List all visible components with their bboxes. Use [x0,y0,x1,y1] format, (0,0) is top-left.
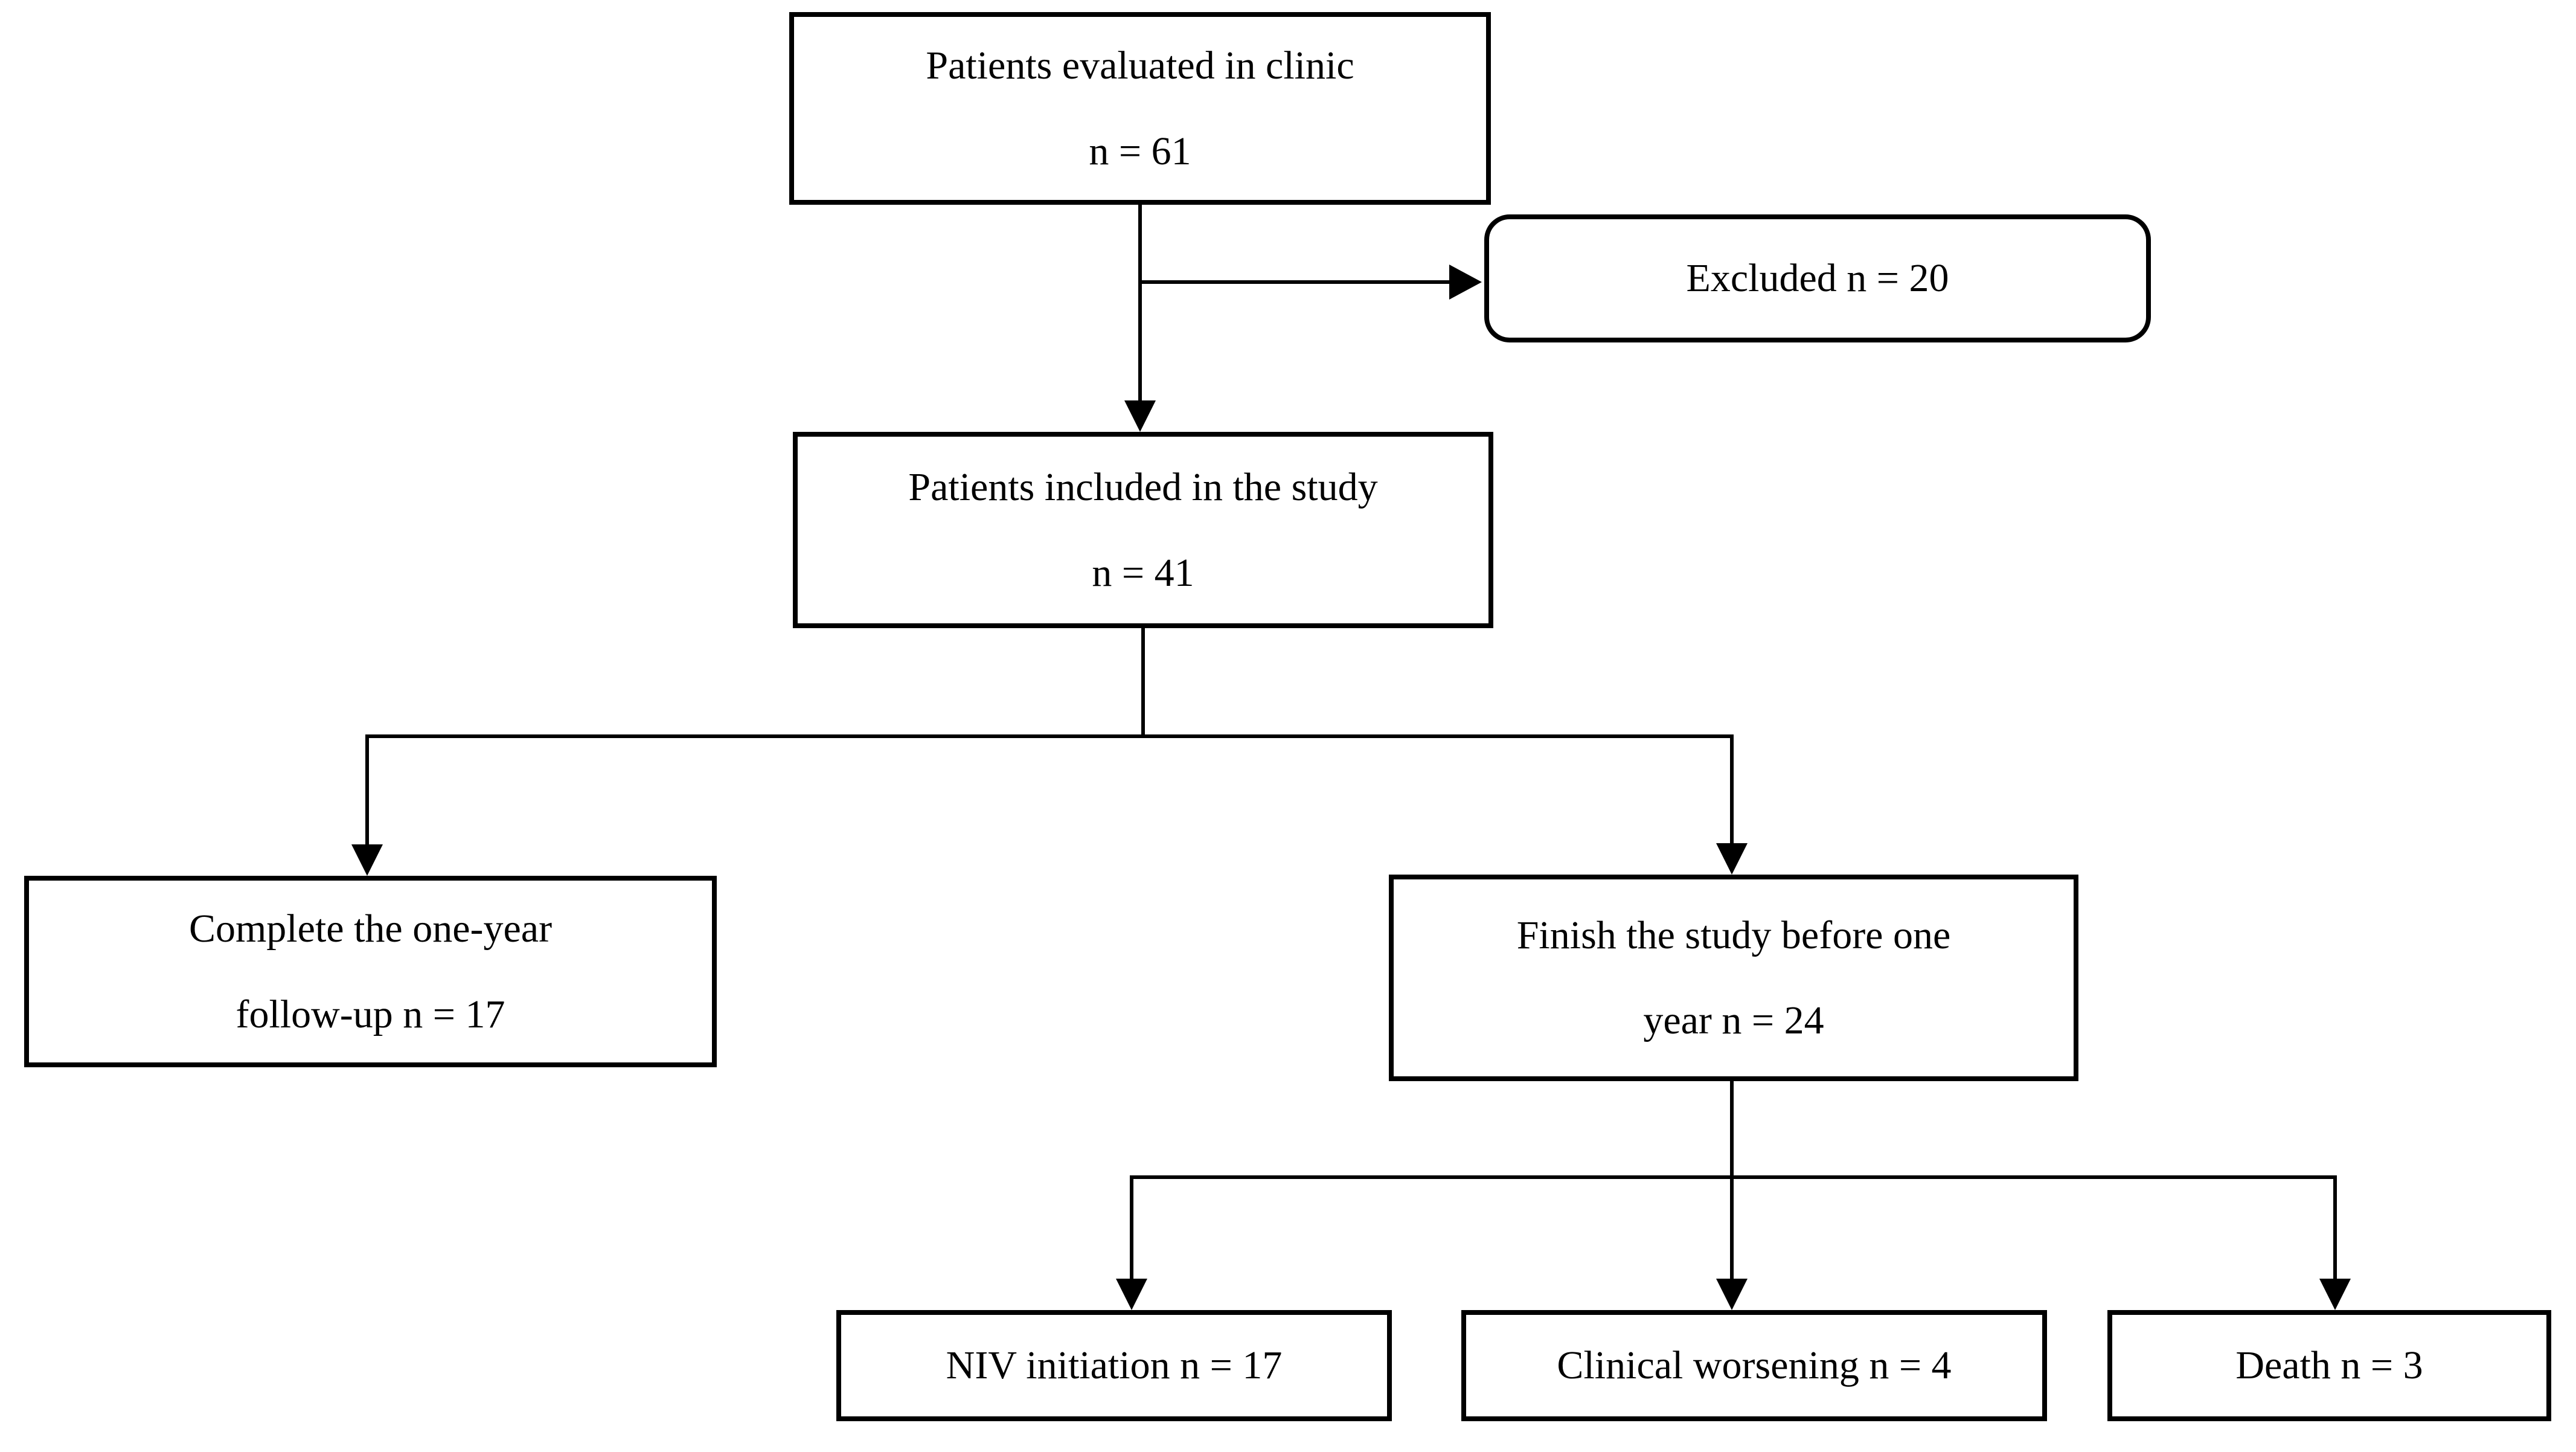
node-clinical-worsening-line1: Clinical worsening n = 4 [1557,1343,1952,1388]
node-clinical-worsening: Clinical worsening n = 4 [1461,1310,2047,1421]
node-patients-evaluated-line2: n = 61 [1089,129,1191,173]
edge-finish-split-line [1730,1081,1734,1179]
edge-split-worsening-line [1730,1175,1734,1280]
edge-split-finish-arrowhead-icon [1716,843,1748,875]
node-niv-initiation-line1: NIV initiation n = 17 [946,1343,1283,1388]
node-patients-included-line2: n = 41 [1092,550,1194,595]
node-patients-included: Patients included in the study n = 41 [793,432,1493,628]
node-death: Death n = 3 [2107,1310,2551,1421]
node-excluded-line1: Excluded n = 20 [1686,256,1949,301]
edge-split-niv-arrowhead-icon [1116,1279,1147,1310]
node-excluded: Excluded n = 20 [1484,214,2151,342]
edge-split-niv-line [1130,1175,1133,1280]
node-finish-before-one-year-line2: year n = 24 [1643,998,1824,1042]
edge-evaluated-included-line [1138,205,1142,402]
edge-split-worsening-arrowhead-icon [1716,1279,1748,1310]
node-complete-followup-line1: Complete the one-year [188,907,553,951]
edge-split-death-arrowhead-icon [2319,1279,2351,1310]
edge-evaluated-excluded-arrowhead-icon [1449,265,1482,300]
edge-split-death-line [2333,1175,2337,1280]
node-patients-included-line1: Patients included in the study [908,465,1378,510]
node-finish-before-one-year: Finish the study before one year n = 24 [1389,875,2078,1081]
node-patients-evaluated-line1: Patients evaluated in clinic [926,43,1354,88]
split-bar-upper-line [365,734,1734,738]
edge-evaluated-excluded-line [1140,280,1450,284]
edge-split-complete-arrowhead-icon [351,844,383,876]
edge-evaluated-included-arrowhead-icon [1124,400,1156,432]
node-patients-evaluated: Patients evaluated in clinic n = 61 [789,12,1491,205]
node-finish-before-one-year-line1: Finish the study before one [1516,913,1951,957]
edge-split-finish-line [1730,734,1734,844]
node-niv-initiation: NIV initiation n = 17 [836,1310,1392,1421]
node-complete-followup-line2: follow-up n = 17 [235,992,505,1036]
edge-split-complete-line [365,734,369,846]
node-complete-followup: Complete the one-year follow-up n = 17 [24,876,717,1067]
node-death-line1: Death n = 3 [2235,1343,2423,1388]
edge-included-split-line [1141,628,1145,738]
